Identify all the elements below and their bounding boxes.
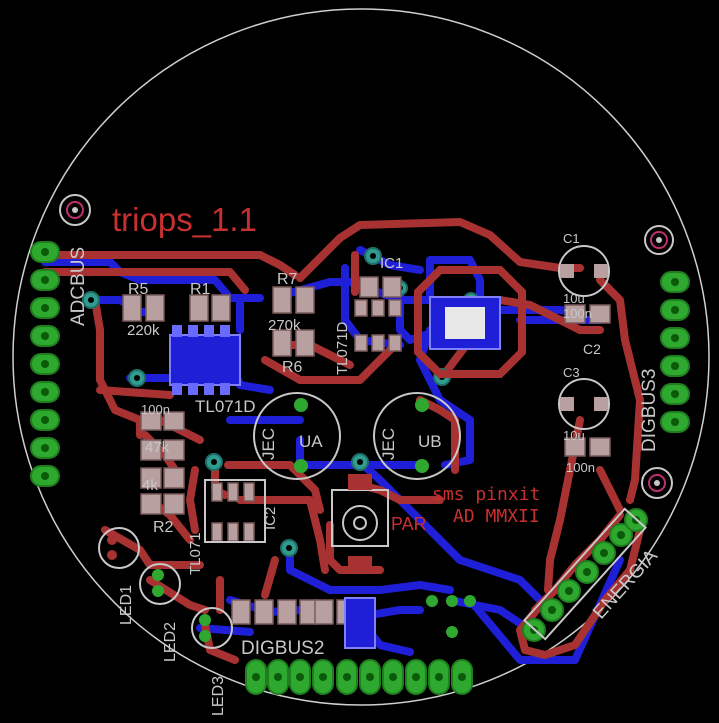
digbus2-pin-holes (252, 673, 466, 681)
digbus3-label: DIGBUS3 (639, 369, 660, 452)
val-100n-c: 100n (141, 402, 170, 417)
board-title: triops_1.1 (112, 201, 257, 238)
mounting-hole-right (641, 467, 673, 499)
ic2-outline (204, 479, 266, 543)
board-outline (12, 8, 710, 706)
led2[interactable] (139, 563, 181, 605)
r5-label: R5 (128, 281, 149, 298)
led3-label: LED3 (210, 676, 227, 716)
val-10u-a: 10u (563, 291, 585, 306)
bottom-ic-blue (344, 597, 376, 649)
c1-label: C1 (563, 231, 580, 246)
mounting-hole-left (59, 194, 91, 226)
c3-label: C3 (563, 365, 580, 380)
jec-ua-label: JEC (259, 428, 278, 460)
val-47k: 47k (145, 439, 170, 456)
tl071-b-label: TL071D (195, 397, 255, 416)
digbus2-label: DIGBUS2 (241, 638, 324, 659)
energia-outline (522, 507, 648, 641)
credit-line1: sms pinxit (432, 484, 540, 505)
capacitor-c3[interactable] (558, 378, 610, 430)
ic1-footprint[interactable] (169, 325, 241, 395)
c2-label: C2 (583, 341, 601, 357)
r7-label: R7 (277, 271, 298, 288)
val-220k: 220k (127, 322, 160, 339)
ic2-label: IC2 (262, 507, 279, 530)
val-270k: 270k (268, 317, 301, 334)
tl071-a-label: TL071D (334, 321, 351, 375)
ic1-label: IC1 (380, 255, 403, 272)
jec-sensor-ub[interactable] (373, 392, 461, 480)
jec-ub-label: JEC (379, 428, 398, 460)
adcbus-label: ADCBUS (68, 247, 89, 326)
ic-soic-right[interactable] (429, 296, 501, 350)
adcbus-pin-holes (41, 248, 49, 480)
par-label: PAR (391, 514, 427, 534)
r6-label: R6 (282, 359, 303, 376)
jec-ub-suffix: UB (418, 432, 442, 451)
credit-line2: AD MMXII (453, 506, 540, 527)
smd-pads (122, 276, 611, 625)
digbus3-pin-holes (671, 278, 679, 426)
val-100n-b: 100n (566, 460, 595, 475)
r1-label: R1 (190, 281, 211, 298)
ic-octagon-outline (414, 266, 526, 378)
led3[interactable] (191, 607, 233, 649)
bottom-small-pads (426, 595, 476, 638)
mounting-hole-top-right (644, 225, 674, 255)
val-4k: 4k (142, 477, 158, 494)
r2-label: R2 (153, 519, 174, 536)
digbus3-header[interactable] (660, 271, 690, 433)
val-10u-b: 10u (563, 428, 585, 443)
jec-ua-suffix: UA (299, 432, 323, 451)
led2-label: LED2 (162, 622, 179, 662)
val-100n-a: 100n (563, 306, 592, 321)
capacitor-c1[interactable] (558, 245, 610, 297)
tl071-c-label: TL071 (187, 532, 204, 575)
led1-label: LED1 (118, 585, 135, 625)
jec-sensor-ua[interactable] (253, 392, 341, 480)
led1[interactable] (98, 527, 140, 569)
par-potentiometer[interactable] (331, 474, 389, 572)
